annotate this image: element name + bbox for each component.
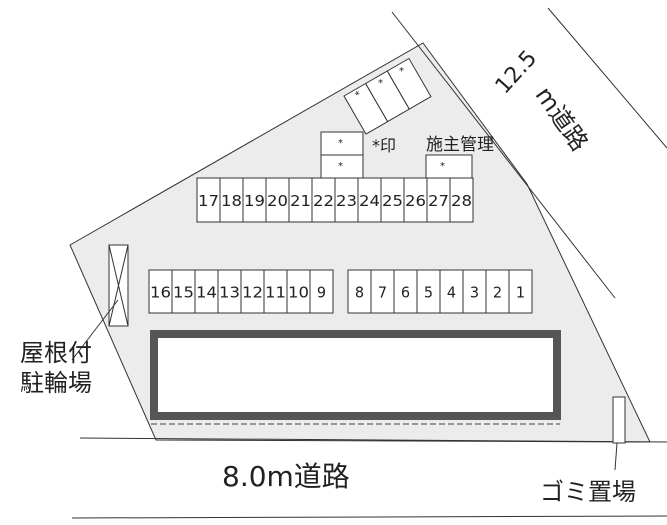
parking-space-number: 3 xyxy=(470,284,479,302)
owner-managed-angled-spaces xyxy=(343,57,432,135)
parking-space-number: 22 xyxy=(313,192,334,210)
parking-space-number: 13 xyxy=(219,284,240,302)
parking-space-number: 18 xyxy=(221,192,242,210)
parking-space-number: 25 xyxy=(382,192,403,210)
parking-space-number: 16 xyxy=(150,284,171,302)
parking-space-number: 19 xyxy=(244,192,265,210)
parking-space-number: 27 xyxy=(428,192,449,210)
parking-space-number: 8 xyxy=(355,284,364,302)
star-mark: * xyxy=(338,138,343,149)
parking-space-number: 9 xyxy=(317,284,326,302)
road-edge-right-inner xyxy=(391,11,616,299)
parking-space-number: 4 xyxy=(447,284,456,302)
bike-shed-cross xyxy=(108,244,129,327)
parking-space-number: 5 xyxy=(424,284,433,302)
parking-space-9 xyxy=(309,269,334,314)
star-mark: * xyxy=(378,78,383,89)
bike-parking-label: 屋根付 駐輪場 xyxy=(20,339,92,397)
parking-space-number: 24 xyxy=(359,192,380,210)
road-edge-bottom-outer xyxy=(71,515,667,519)
star-mark: * xyxy=(440,161,445,172)
road-edge-right-outer xyxy=(547,7,667,149)
garbage-leader xyxy=(614,442,618,471)
star-mark: * xyxy=(399,66,404,77)
parking-space-number: 20 xyxy=(267,192,288,210)
parking-space-number: 12 xyxy=(242,284,263,302)
legend-mark: *印 xyxy=(372,136,397,155)
garbage-area xyxy=(612,396,626,444)
road-bottom-label: 8.0m道路 xyxy=(222,460,350,493)
parking-space-number: 15 xyxy=(173,284,194,302)
parking-space-1 xyxy=(508,269,533,314)
parking-space-number: 6 xyxy=(401,284,410,302)
parking-space-number: 11 xyxy=(265,284,286,302)
parking-space-number: 10 xyxy=(288,284,309,302)
parking-space-number: 21 xyxy=(290,192,311,210)
star-mark: * xyxy=(338,161,343,172)
parking-space-number: 1 xyxy=(516,284,525,302)
parking-space-number: 2 xyxy=(493,284,502,302)
parking-space-number: 14 xyxy=(196,284,217,302)
parking-space-number: 26 xyxy=(405,192,426,210)
bike-label-leader xyxy=(71,299,119,361)
owner-space-c xyxy=(425,154,473,179)
parking-space-number: 17 xyxy=(198,192,219,210)
parking-space-number: 7 xyxy=(378,284,387,302)
garbage-label: ゴミ置場 xyxy=(540,478,636,506)
apartment-building xyxy=(150,330,561,420)
legend-text: 施主管理 xyxy=(426,135,494,155)
parking-space-number: 23 xyxy=(336,192,357,210)
parking-space-number: 28 xyxy=(451,192,472,210)
road-edge-bottom-inner xyxy=(79,437,667,443)
parking-space-28 xyxy=(449,177,474,223)
